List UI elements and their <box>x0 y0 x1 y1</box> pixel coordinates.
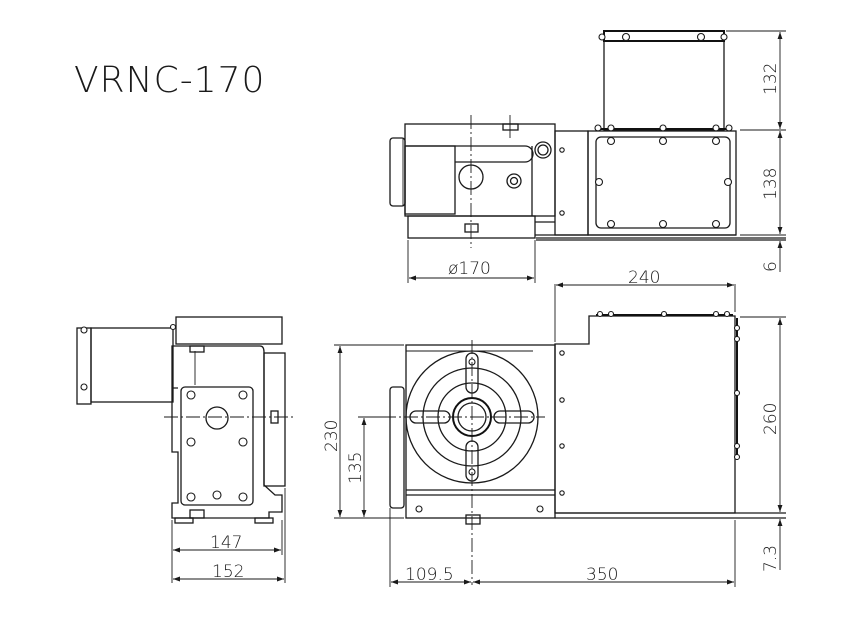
dim-body-height: 138 <box>761 168 781 200</box>
dim-total-height: 230 <box>322 420 342 452</box>
dim-motor-height: 132 <box>761 63 781 95</box>
side-body <box>171 345 283 519</box>
table-housing <box>405 344 556 519</box>
base-plate-top <box>407 215 536 239</box>
dim-table-diameter: ø170 <box>448 259 491 279</box>
side-view: 147 152 <box>76 316 296 583</box>
motor-side <box>90 327 174 403</box>
dim-outer-width: 152 <box>212 562 244 582</box>
motor-body <box>587 130 737 236</box>
front-view: 240 260 7.3 230 135 109.5 350 <box>322 268 786 587</box>
dim-motor-width: 240 <box>628 268 660 288</box>
top-view: ø170 132 138 6 <box>389 30 786 283</box>
dim-top-base-offset: 6 <box>761 261 781 272</box>
model-title: VRNC-170 <box>74 60 265 101</box>
side-cover-plate <box>180 386 254 506</box>
motor-flange-top <box>603 30 725 42</box>
side-cover <box>389 386 405 509</box>
motor-body-front <box>554 315 736 514</box>
dim-inner-width: 147 <box>210 533 242 553</box>
dim-front-base-offset: 7.3 <box>761 545 781 572</box>
dim-center-height: 135 <box>346 452 366 484</box>
cover-plate <box>595 136 731 229</box>
motor-end-cap <box>76 327 92 405</box>
motor-housing-top <box>603 30 725 131</box>
dim-center-to-end: 350 <box>586 565 618 585</box>
dim-left-to-center: 109.5 <box>405 565 454 585</box>
motor-box-side <box>175 316 283 345</box>
dim-motor-body-height: 260 <box>761 403 781 435</box>
